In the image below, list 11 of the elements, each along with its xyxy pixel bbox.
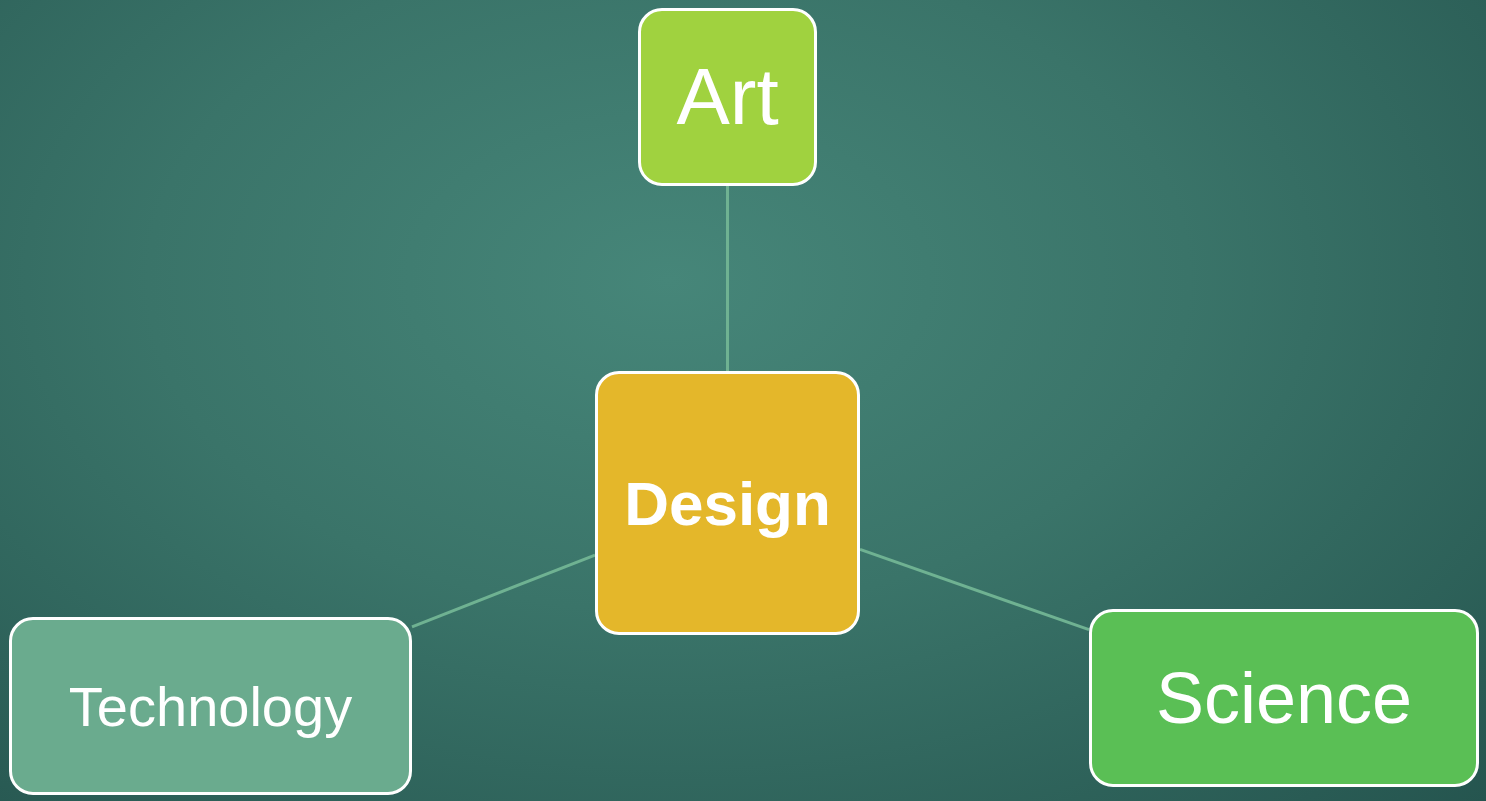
connector-line: [411, 553, 596, 629]
center-box: [595, 371, 860, 635]
connector-line: [859, 548, 1090, 632]
node-label: Design: [624, 467, 831, 539]
node-label: Science: [1155, 657, 1413, 739]
process-box: [9, 617, 412, 795]
connector-line: [726, 186, 729, 371]
node-label: Art: [676, 51, 779, 143]
process-box: [1089, 609, 1479, 787]
art-box: [638, 8, 817, 186]
node-label: Technology: [68, 673, 353, 739]
